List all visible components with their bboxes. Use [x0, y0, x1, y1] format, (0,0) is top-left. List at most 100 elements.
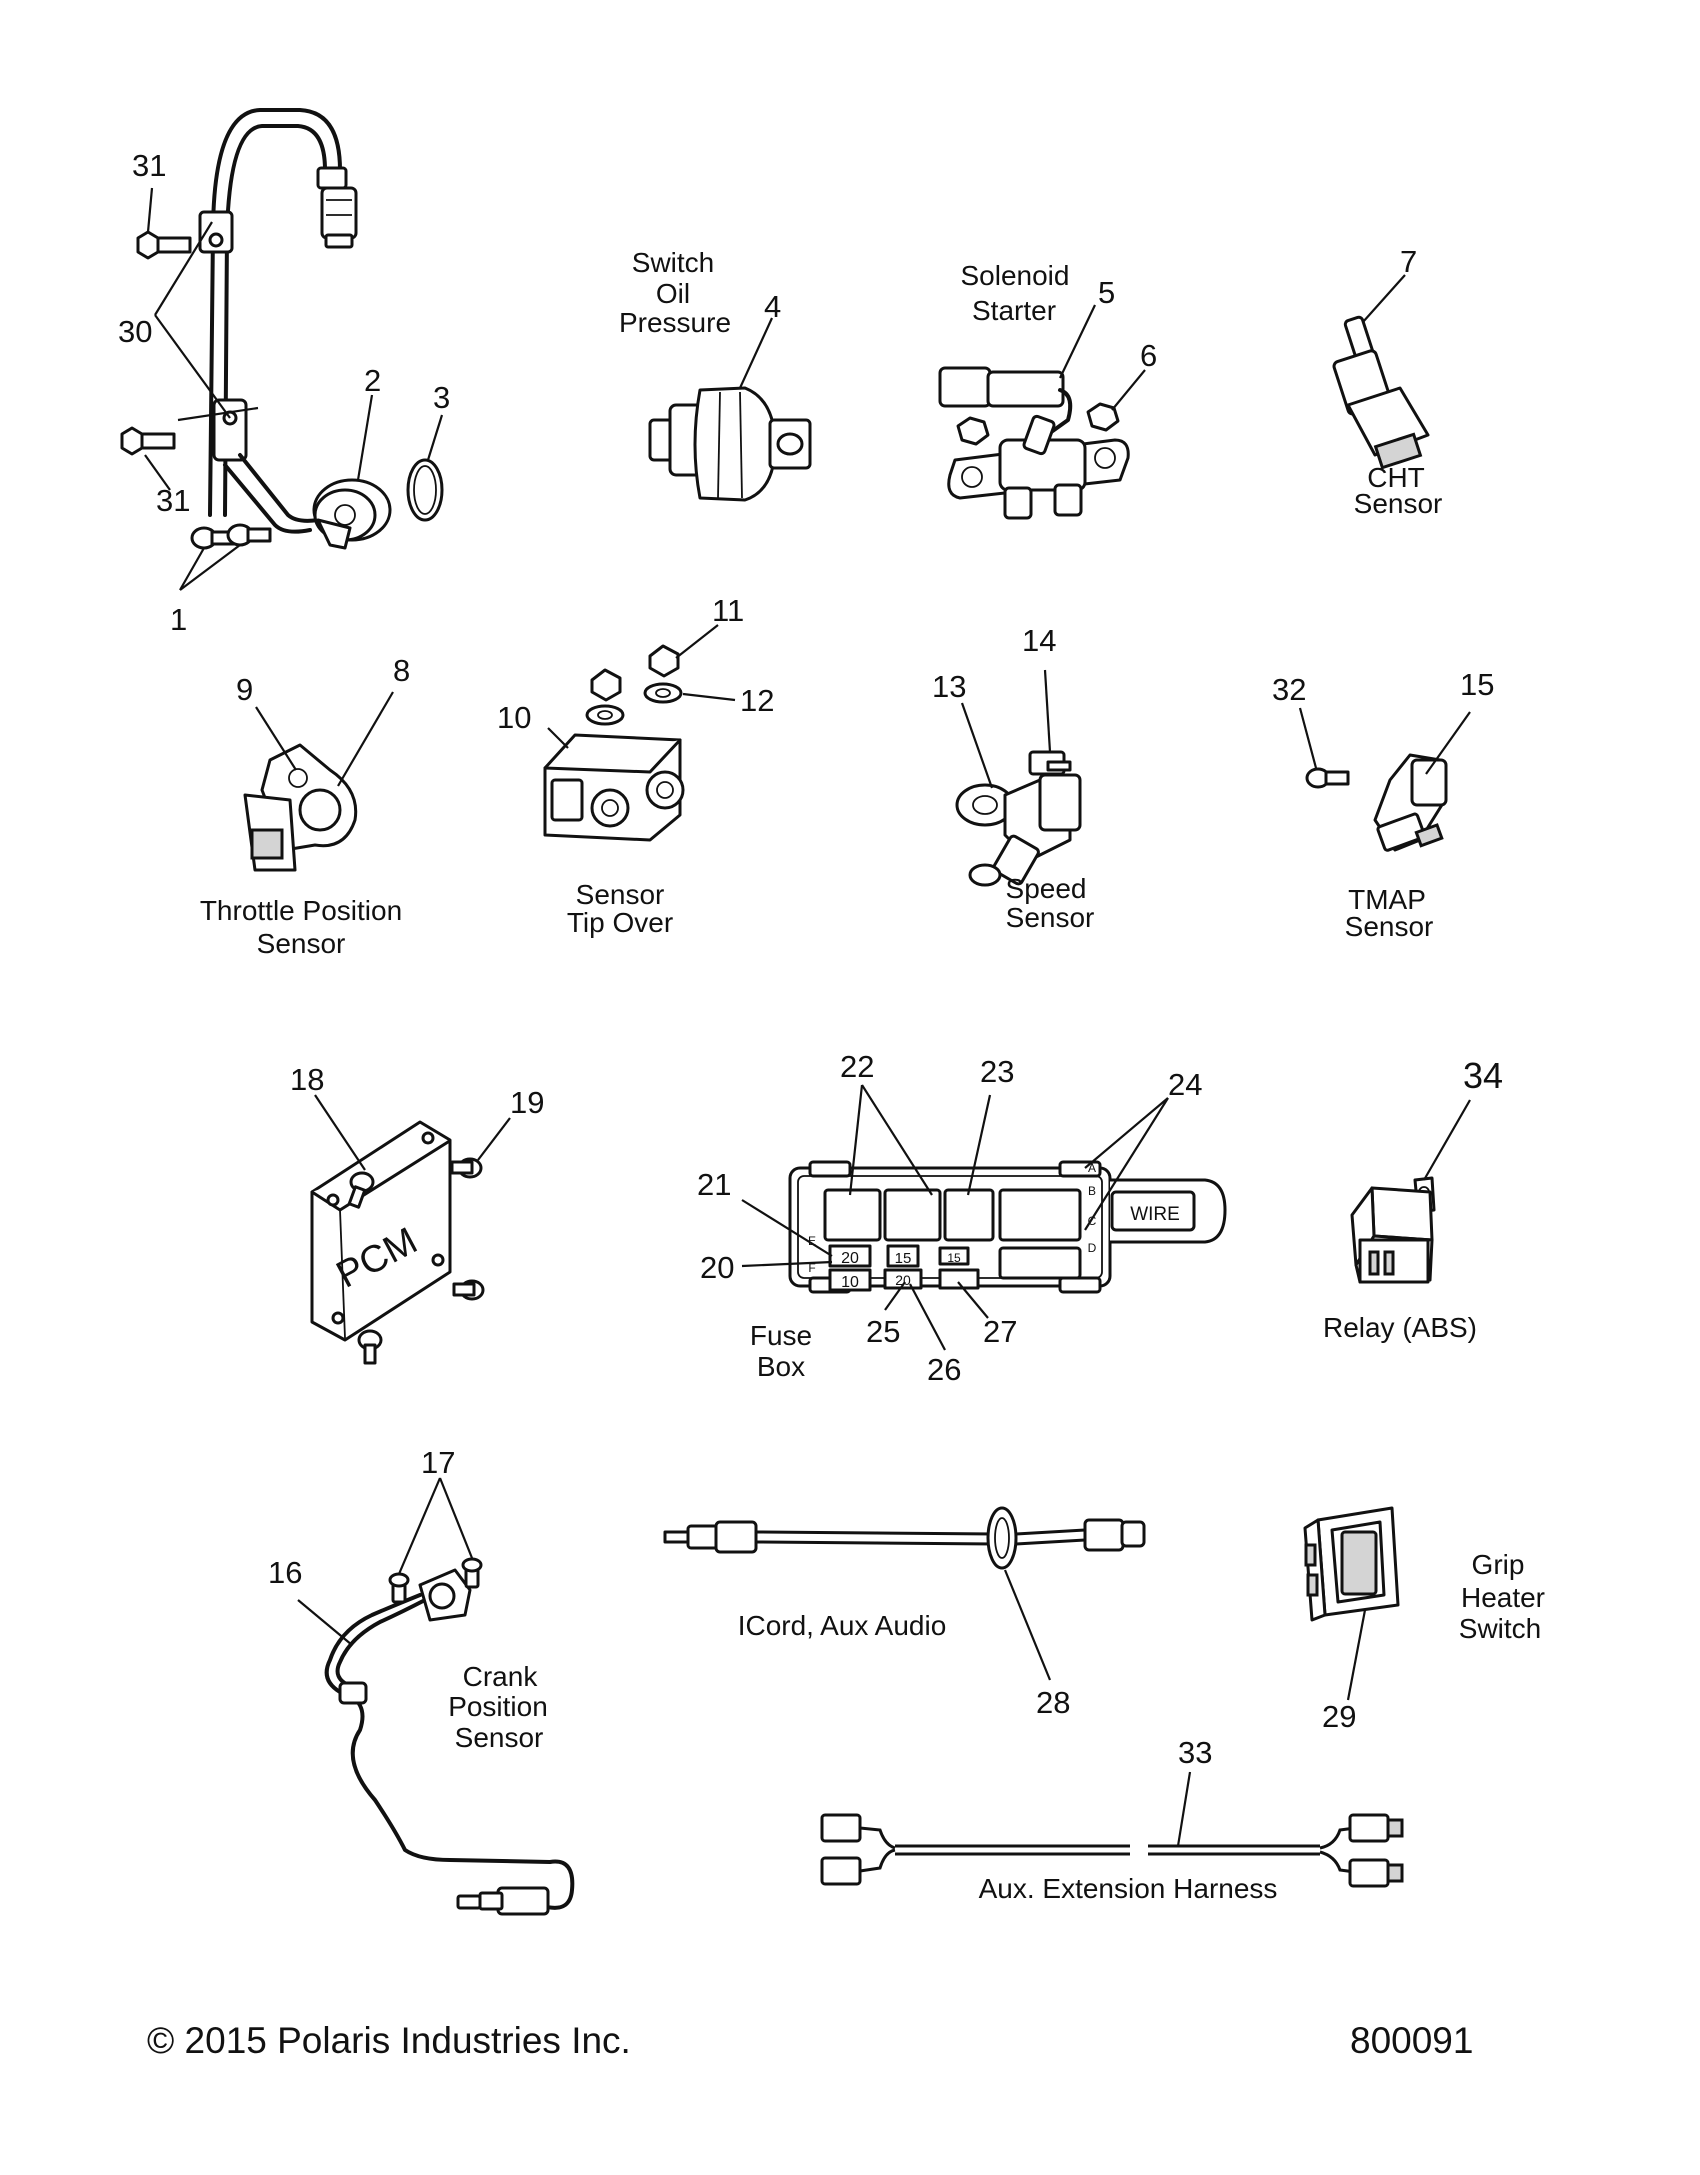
callout-28: 28	[1036, 1685, 1070, 1720]
callout-6: 6	[1140, 338, 1157, 373]
callout-9: 9	[236, 672, 253, 707]
fuse-20-top: 20	[841, 1250, 859, 1267]
callout-27: 27	[983, 1314, 1017, 1349]
callout-25: 25	[866, 1314, 900, 1349]
throttle-position-sensor: 9 8 Throttle Position Sensor	[200, 653, 410, 959]
tip-over-label-2: Tip Over	[567, 907, 673, 938]
callout-13: 13	[932, 669, 966, 704]
tmap-label-1: TMAP	[1348, 884, 1426, 915]
callout-11: 11	[712, 593, 744, 628]
fuse-box-label-1: Fuse	[750, 1320, 812, 1351]
speed-label-1: Speed	[1006, 873, 1087, 904]
row-letter-d: D	[1088, 1241, 1097, 1255]
callout-10: 10	[497, 700, 531, 735]
callout-8: 8	[393, 653, 410, 688]
fuse-box-label-2: Box	[757, 1351, 805, 1382]
row-letter-b: B	[1088, 1184, 1096, 1198]
cht-sensor: 7 CHT Sensor	[1332, 244, 1443, 519]
tip-over-sensor: 10 11 12 Sensor Tip Over	[497, 593, 774, 938]
fuse-15: 15	[895, 1250, 912, 1267]
diagram-number: 800091	[1350, 2020, 1473, 2061]
callout-12: 12	[740, 683, 774, 718]
callout-26: 26	[927, 1352, 961, 1387]
row-letter-e: E	[808, 1234, 816, 1248]
row-letter-f: F	[808, 1261, 815, 1275]
callout-4: 4	[764, 289, 781, 324]
callout-3: 3	[433, 380, 450, 415]
crank-position-sensor: 17 16 Crank Position Sensor	[268, 1445, 575, 1916]
aux-harness-label: Aux. Extension Harness	[979, 1873, 1278, 1904]
callout-15: 15	[1460, 667, 1494, 702]
tip-over-label-1: Sensor	[576, 879, 665, 910]
screw-19-a	[347, 1171, 375, 1209]
abs-relay: 34 Relay (ABS)	[1323, 1055, 1503, 1343]
pcm-module: PCM 18 19	[290, 1062, 544, 1365]
crank-label-2: Position	[448, 1691, 548, 1722]
throttle-label-1: Throttle Position	[200, 895, 402, 926]
fuse-box: WIRE 20 15 15 10 20 A B C D E F	[697, 1049, 1227, 1387]
fuse-20-bottom: 20	[895, 1272, 911, 1288]
crank-label-3: Sensor	[455, 1722, 544, 1753]
callout-2: 2	[364, 363, 381, 398]
aux-extension-harness: 33 Aux. Extension Harness	[820, 1735, 1404, 1904]
callout-34: 34	[1463, 1055, 1503, 1096]
callout-31-lower: 31	[156, 483, 190, 518]
callout-19: 19	[510, 1085, 544, 1120]
callout-32: 32	[1272, 672, 1306, 707]
callout-29: 29	[1322, 1699, 1356, 1734]
cht-label-1: CHT	[1367, 462, 1425, 493]
throttle-label-2: Sensor	[257, 928, 346, 959]
grip-heater-switch: 29 Grip Heater Switch	[1303, 1506, 1545, 1734]
cht-label-2: Sensor	[1354, 488, 1443, 519]
bolt-31-upper	[136, 230, 192, 260]
callout-31-upper: 31	[132, 148, 166, 183]
solenoid-label-2: Starter	[972, 295, 1056, 326]
oil-switch-label-1: Switch	[632, 247, 714, 278]
screw-19-c	[452, 1279, 485, 1301]
screw-17-b	[461, 1557, 483, 1589]
oil-switch-label-2: Oil	[656, 278, 690, 309]
callout-7: 7	[1400, 244, 1417, 279]
tmap-label-2: Sensor	[1345, 911, 1434, 942]
speed-label-2: Sensor	[1006, 902, 1095, 933]
grip-heater-label-2: Heater	[1461, 1582, 1545, 1613]
crank-label-1: Crank	[463, 1661, 539, 1692]
callout-22: 22	[840, 1049, 874, 1084]
callout-24: 24	[1168, 1067, 1202, 1102]
callout-16: 16	[268, 1555, 302, 1590]
fuse-10: 10	[841, 1274, 859, 1291]
screw-1-b	[226, 523, 272, 547]
screw-19-d	[357, 1329, 383, 1365]
screw-19-b	[450, 1157, 483, 1179]
aux-audio-icord: 28 ICord, Aux Audio	[663, 1506, 1146, 1720]
row-letter-a: A	[1088, 1161, 1096, 1175]
callout-21: 21	[697, 1167, 731, 1202]
row-letter-c: C	[1088, 1214, 1097, 1228]
callout-5: 5	[1098, 275, 1115, 310]
relay-label: Relay (ABS)	[1323, 1312, 1477, 1343]
solenoid-label-1: Solenoid	[961, 260, 1070, 291]
callout-20: 20	[700, 1250, 734, 1285]
callout-18: 18	[290, 1062, 324, 1097]
oil-switch-label-3: Pressure	[619, 307, 731, 338]
fuse-15-small: 15	[947, 1251, 961, 1265]
aux-audio-label: ICord, Aux Audio	[738, 1610, 947, 1641]
screw-32	[1305, 767, 1350, 789]
callout-1: 1	[170, 602, 187, 637]
callout-23: 23	[980, 1054, 1014, 1089]
callout-30: 30	[118, 314, 152, 349]
bolt-31-lower	[120, 426, 176, 456]
screw-17-a	[388, 1572, 410, 1604]
callout-14: 14	[1022, 623, 1056, 658]
oil-pressure-harness-assembly: 31 30 31 2 3 1	[118, 108, 450, 637]
callout-33: 33	[1178, 1735, 1212, 1770]
grip-heater-label-3: Switch	[1459, 1613, 1541, 1644]
copyright-notice: © 2015 Polaris Industries Inc.	[147, 2020, 631, 2061]
tmap-sensor: 32 15 TMAP Sensor	[1272, 667, 1494, 942]
starter-solenoid: 5 6 Solenoid Starter	[938, 260, 1157, 520]
oil-pressure-switch: 4 Switch Oil Pressure	[619, 247, 812, 502]
wire-tag-marking: WIRE	[1130, 1204, 1180, 1225]
speed-sensor: 13 14 Speed Sensor	[932, 623, 1094, 933]
grip-heater-label-1: Grip	[1472, 1549, 1525, 1580]
